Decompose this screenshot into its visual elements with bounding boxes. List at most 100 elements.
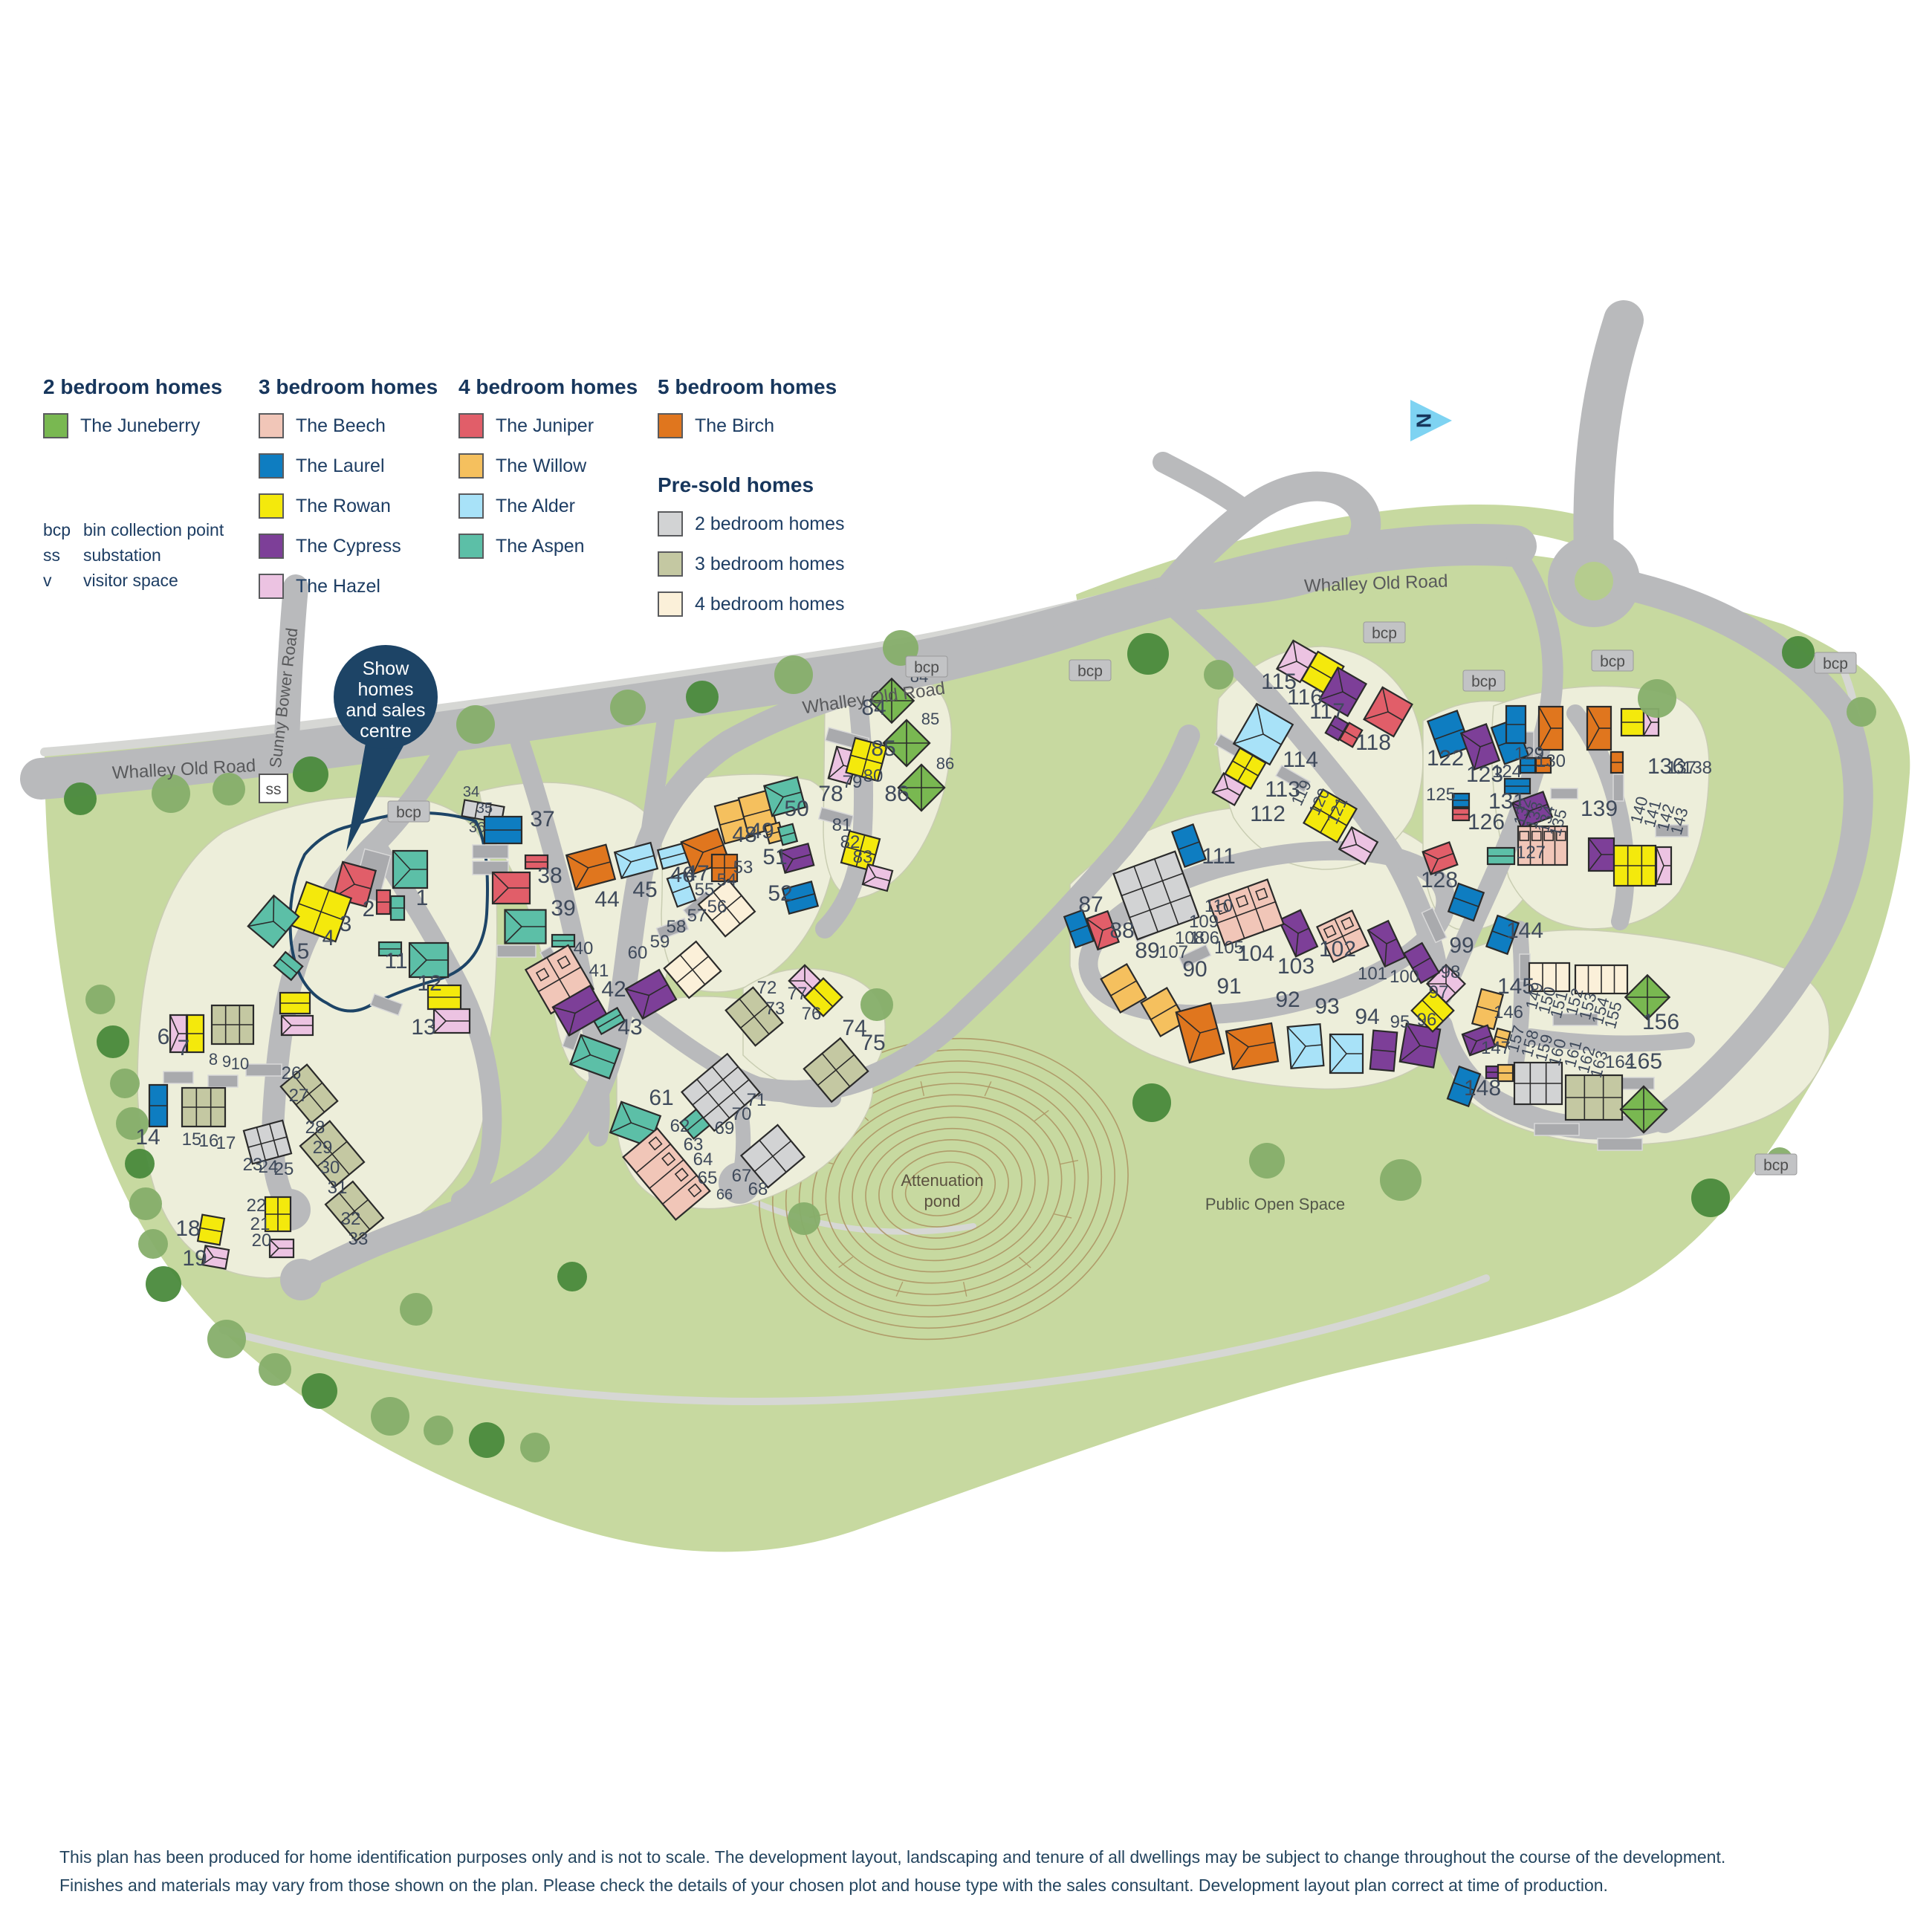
plot-number-label: 106 (1190, 928, 1219, 948)
parking-bay (1178, 944, 1212, 969)
road-sunny-bower (273, 574, 308, 771)
plot-number-label: 19 (182, 1246, 207, 1271)
ridge-line (588, 861, 611, 869)
ridge-line (813, 987, 834, 1008)
plot-number-label: 111 (1202, 844, 1236, 869)
plot-number-label: 124 (1492, 762, 1522, 782)
plot-number-label: 130 (1536, 751, 1566, 771)
ridge-line (1453, 897, 1479, 907)
callout-text: centre (360, 721, 411, 742)
plot-house (483, 815, 523, 845)
plot-number-label: 28 (305, 1118, 325, 1138)
tree (686, 681, 719, 713)
plot-number-label: 88 (1109, 918, 1134, 943)
plot-house (1398, 1022, 1442, 1069)
plot-number-label: 98 (1441, 962, 1461, 982)
disclaimer-line-1: This plan has been produced for home ide… (59, 1847, 1726, 1867)
plot-house (280, 1014, 314, 1037)
plot-house (1505, 704, 1527, 745)
road-87-loop (1078, 840, 1456, 1025)
plot-number-label: 59 (650, 932, 670, 952)
plot-number-label: 27 (289, 1086, 309, 1106)
plot-number-label: 84 (861, 696, 886, 720)
plot-number-label: 50 (784, 797, 808, 821)
disclaimer-line-2: Finishes and materials may vary from tho… (59, 1876, 1608, 1895)
plot-number-label: 30 (320, 1158, 340, 1178)
ridge-line (1329, 724, 1344, 733)
plot-number-label: 61 (649, 1086, 673, 1110)
plot-number-label: 90 (1182, 957, 1207, 982)
roof-cross (883, 742, 930, 744)
door-square (1341, 916, 1355, 930)
ridge-line (631, 1122, 655, 1132)
plot-house (201, 1245, 230, 1270)
pond-tick (1060, 1159, 1079, 1165)
pond-tick (1034, 1109, 1049, 1122)
plot-number-label: 85 (871, 736, 895, 761)
ridge-line (273, 921, 287, 933)
unit-divider (340, 1199, 369, 1224)
plot-house (1329, 1033, 1364, 1074)
gable-line (862, 863, 877, 885)
bcp-marker: bcp (1814, 652, 1857, 674)
tree (125, 1149, 155, 1179)
ridge-line (1262, 733, 1282, 745)
plot-house (1513, 1061, 1563, 1106)
tree (138, 1229, 168, 1259)
plot-house (781, 881, 820, 915)
gable-line (552, 1006, 576, 1036)
plot-house (504, 909, 547, 944)
substation-marker: ss (259, 774, 288, 803)
plot-house (491, 871, 531, 905)
plot-house (392, 849, 429, 889)
tree (371, 1397, 409, 1436)
tree (788, 1202, 820, 1235)
pond-tick (1054, 1213, 1072, 1219)
plot-house (788, 964, 822, 998)
plot-house (1485, 914, 1520, 956)
plot-house (1140, 986, 1187, 1038)
tree (1782, 636, 1815, 669)
unit-divider (692, 1066, 739, 1106)
disclaimer: This plan has been produced for home ide… (59, 1843, 1880, 1899)
ridge-line (1476, 1005, 1499, 1013)
gable-line (565, 855, 589, 890)
plot-number-label: 79 (843, 772, 863, 792)
parking-bay (655, 917, 690, 941)
plot-house (279, 991, 311, 1015)
plot-number-label: 86 (884, 782, 909, 806)
plot-number-label: 136 (1647, 754, 1685, 779)
unit-divider (1133, 866, 1159, 933)
pond-tick (838, 1256, 854, 1268)
unit-divider (538, 966, 581, 993)
ridge-line (702, 844, 724, 853)
parking-bay (817, 806, 855, 829)
plot-number-label: 76 (802, 1004, 822, 1024)
plot-house (1175, 1002, 1225, 1064)
plot-number-label: 78 (818, 782, 843, 806)
plot-number-label: 138 (1682, 758, 1712, 778)
ridge-line (1491, 930, 1514, 939)
plot-house (551, 984, 608, 1037)
plot-house (1586, 705, 1612, 751)
plot-number-label: 20 (252, 1231, 272, 1251)
tree (610, 690, 646, 725)
P2-house-footprint (680, 1052, 762, 1132)
plot-house (1367, 919, 1407, 968)
P4-house-footprint (1528, 962, 1571, 993)
ss-box (259, 774, 288, 803)
plot-number-label: 43 (617, 1015, 642, 1040)
plot-number-label: 56 (707, 897, 727, 917)
plot-house (861, 863, 894, 892)
plot-house (1208, 878, 1285, 947)
north-arrow-icon: N (1410, 400, 1452, 441)
plot-number-label: 66 (716, 1187, 733, 1203)
tree (424, 1416, 453, 1445)
bcp-label: bcp (914, 659, 939, 676)
unit-divider (676, 956, 709, 984)
plot-number-label: 70 (732, 1104, 752, 1124)
plot-house (1471, 988, 1505, 1031)
plot-number-label: 89 (1135, 939, 1159, 963)
unit-divider (635, 1144, 671, 1173)
